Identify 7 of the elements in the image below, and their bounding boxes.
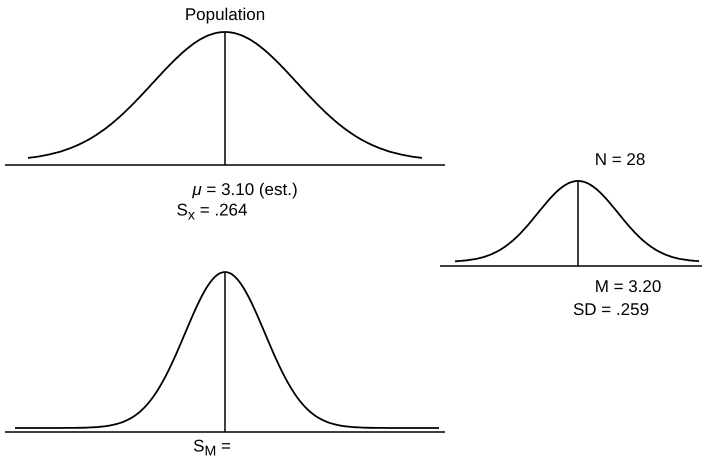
- standard-error-label: S$_{M}$ =: [193, 436, 231, 462]
- mean-label: M = 3.20: [594, 277, 662, 297]
- mean-label: μ = 3.10 (est.): [192, 180, 298, 200]
- standard-deviation-label: SD = .259: [572, 300, 650, 320]
- curve-title: Population: [184, 5, 266, 25]
- sample-size-label: N = 28: [594, 150, 646, 170]
- standard-deviation-label: S$_{x}$ = .264: [176, 200, 248, 226]
